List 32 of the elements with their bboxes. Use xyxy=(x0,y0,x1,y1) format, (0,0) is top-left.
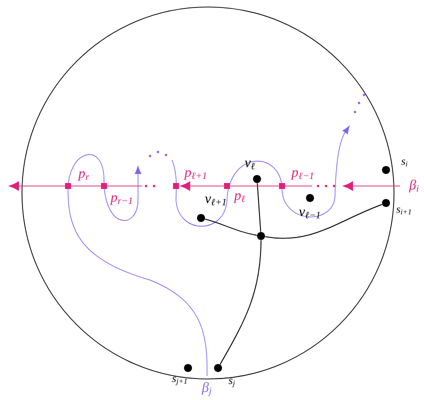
point-label: p$_{ℓ−1}$ xyxy=(290,170,313,180)
point-label: s$_{j+1}$ xyxy=(172,376,187,386)
square-marker xyxy=(279,183,285,189)
curve-label: β$_{i}$ xyxy=(408,180,419,192)
point-label: s$_{j}$ xyxy=(228,378,235,388)
square-marker xyxy=(173,183,179,189)
point-label: p$_{r−1}$ xyxy=(110,195,132,205)
dot xyxy=(257,232,265,240)
point-label: p$_{ℓ+1}$ xyxy=(184,170,206,180)
point-label: p$_{ℓ}$ xyxy=(233,193,246,203)
dot xyxy=(184,364,192,372)
dot xyxy=(382,166,390,174)
square-marker xyxy=(224,183,230,189)
edge-line xyxy=(204,218,258,236)
edge-line xyxy=(264,204,382,239)
dot xyxy=(306,194,314,202)
point-label: s$_{i}$ xyxy=(401,160,408,166)
dot xyxy=(382,199,390,207)
dot xyxy=(197,214,205,222)
point-label: s$_{i+1}$ xyxy=(396,208,411,214)
curve-label: β$_{j}$ xyxy=(202,382,212,396)
point-label: v$_{ℓ}$ xyxy=(244,160,255,170)
square-marker xyxy=(65,183,71,189)
dot xyxy=(214,364,222,372)
edge-line xyxy=(220,240,262,365)
dot xyxy=(253,175,261,183)
point-label: p$_{r}$ xyxy=(78,171,90,181)
point-label: v$_{ℓ+1}$ xyxy=(205,196,226,206)
point-label: v$_{ℓ−1}$ xyxy=(299,210,320,218)
square-marker xyxy=(101,183,107,189)
edge-line xyxy=(256,182,262,232)
edge-line xyxy=(180,181,224,191)
